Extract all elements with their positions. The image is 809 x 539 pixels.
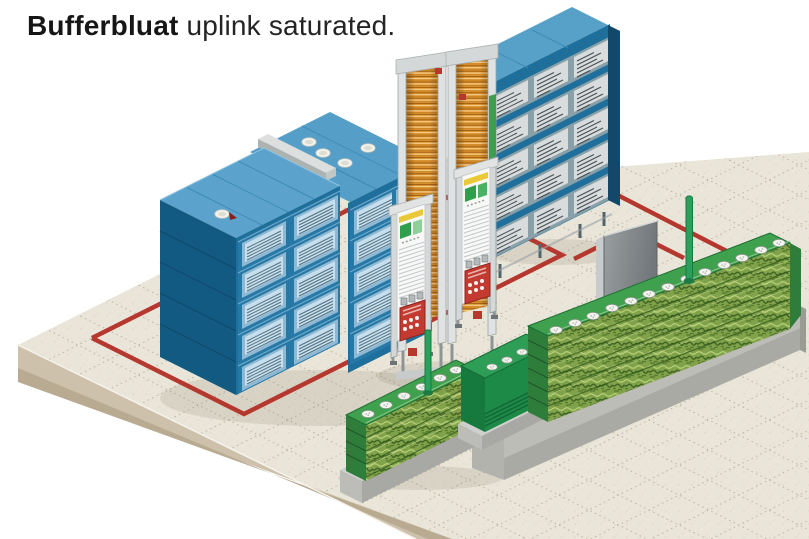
port [433,373,447,383]
port [735,253,749,263]
red-cable-tap [473,311,482,319]
caption: Bufferbluat uplink saturated. [27,10,395,42]
header-green-label-2 [413,219,422,235]
header-yellow-strip [464,172,488,186]
port [549,325,563,335]
right-server-rack [450,7,620,278]
small-connector-tray [344,329,478,481]
port [361,409,375,419]
port [516,348,528,356]
port [642,289,656,299]
caption-brand: Bufferbluat [27,10,179,41]
port [772,238,786,248]
port [379,400,393,410]
roof-vent [360,143,376,153]
header-green-label [400,222,411,239]
port [486,363,498,371]
roof-marker [229,212,237,220]
red-cable-tap [408,348,417,356]
port [397,391,411,401]
header-green-label-2 [478,182,487,198]
left-server-rack-front [159,147,341,395]
red-clip [435,68,442,74]
mast [423,329,433,396]
port [754,245,768,255]
port [661,282,675,292]
header-green-label [465,185,476,202]
port [586,311,600,321]
port [717,260,731,270]
port [501,356,513,364]
port [624,296,638,306]
port [568,318,582,328]
roof-vent [301,137,317,147]
red-clip [459,94,466,100]
header-yellow-strip [399,209,423,223]
port [449,365,463,375]
control-cabinet-2 [453,156,499,328]
port [605,303,619,313]
long-connector-tray [526,195,801,422]
roof-vent [315,148,331,158]
caption-text: uplink saturated. [178,10,396,41]
port [698,267,712,277]
mast [683,195,695,284]
roof-vent [337,158,353,168]
roof-vent [214,209,230,219]
